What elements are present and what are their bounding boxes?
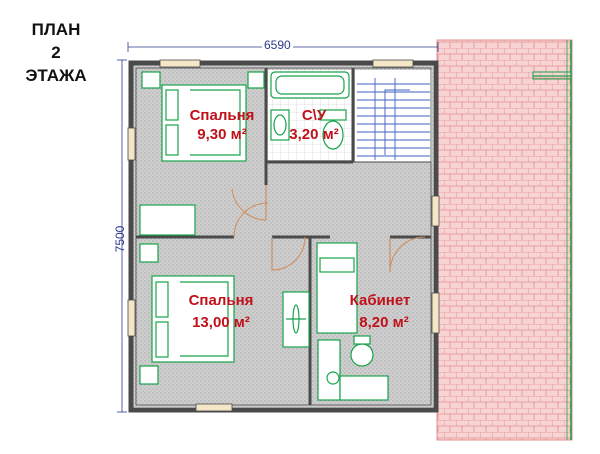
room-area-bedroom-2: 13,00 м² [192, 314, 250, 331]
plan-title-line1: ПЛАН [31, 20, 81, 39]
room-name-office: Кабинет [349, 292, 411, 309]
bathtub-icon [270, 71, 350, 99]
room-name-bathroom: С\У [301, 107, 327, 124]
plan-title-line2: 2 [51, 43, 61, 62]
room-area-bedroom-1: 9,30 м² [197, 126, 247, 143]
window-icon [127, 59, 440, 412]
bed-icon [139, 243, 235, 385]
room-area-bathroom: 3,20 м² [289, 126, 339, 143]
height-dimension: 7500 [113, 225, 127, 253]
width-dimension: 6590 [262, 38, 293, 52]
plan-title-line3: ЭТАЖА [25, 66, 87, 85]
stairs-icon [357, 78, 430, 160]
sink-icon [270, 109, 290, 141]
door-icon [231, 185, 426, 273]
toilet-icon [319, 109, 347, 150]
table-icon [282, 291, 310, 348]
chair-icon [326, 335, 374, 385]
roof-area [436, 39, 573, 441]
dresser-icon [139, 204, 196, 236]
height-dimension-line [117, 59, 127, 413]
room-area-office: 8,20 м² [359, 314, 409, 331]
room-name-bedroom-1: Спальня [189, 107, 255, 124]
room-name-bedroom-2: Спальня [188, 292, 254, 309]
bed-icon [141, 71, 265, 162]
desk-icon [316, 242, 389, 401]
